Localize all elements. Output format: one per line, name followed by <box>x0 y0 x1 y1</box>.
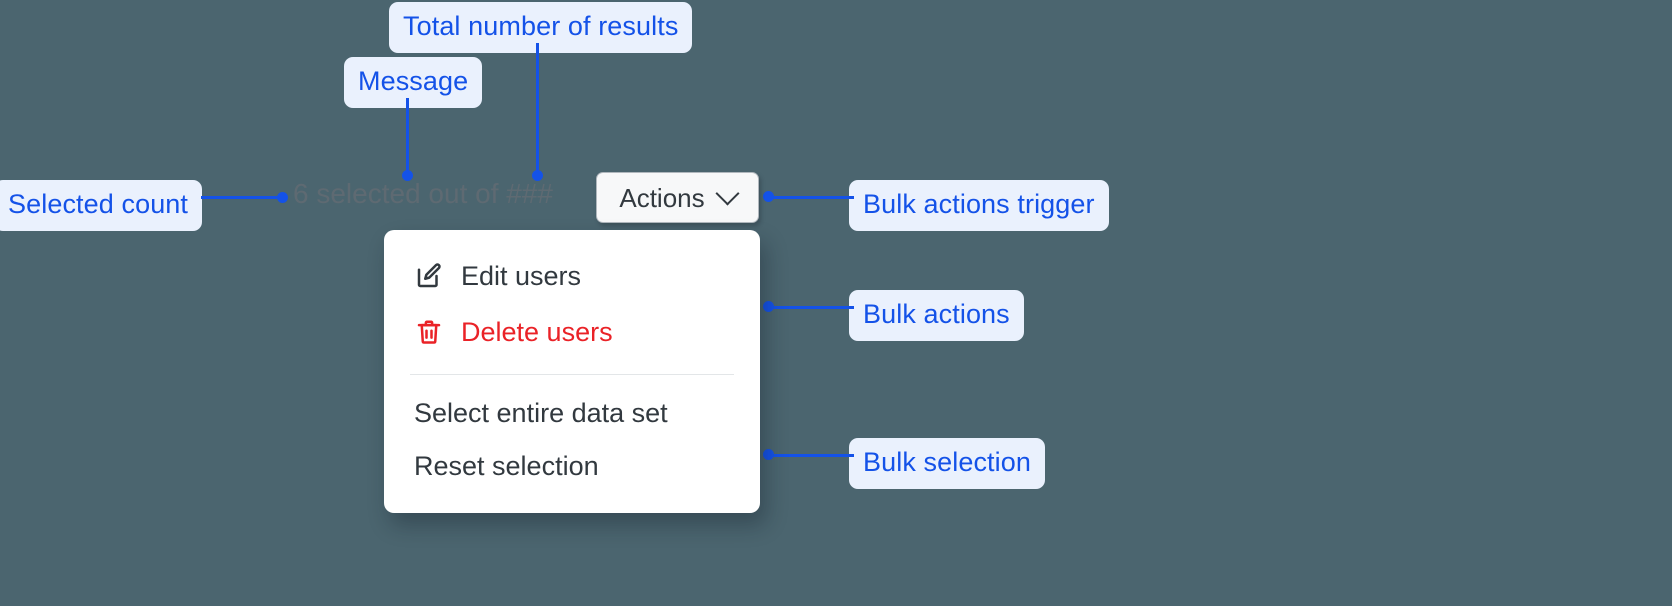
menu-item-edit-users[interactable]: Edit users <box>384 248 760 304</box>
menu-item-reset-selection[interactable]: Reset selection <box>384 440 760 493</box>
trash-icon <box>414 317 444 347</box>
leader-dot-bulk-actions-trigger <box>763 191 774 202</box>
bulk-actions-trigger-label: Actions <box>619 182 705 213</box>
bulk-actions-trigger-button[interactable]: Actions <box>596 172 759 223</box>
leader-line-message <box>406 98 409 177</box>
menu-item-label: Edit users <box>461 260 582 291</box>
selection-count-message: 6 selected out of ### <box>293 178 553 209</box>
leader-dot-bulk-selection <box>763 449 774 460</box>
callout-total-number-of-results: Total number of results <box>389 2 693 53</box>
callout-bulk-actions-trigger: Bulk actions trigger <box>849 180 1109 231</box>
leader-dot-selected-count <box>277 192 288 203</box>
leader-line-bulk-actions <box>768 306 854 309</box>
leader-dot-total-results <box>532 170 543 181</box>
menu-separator <box>410 374 734 375</box>
leader-line-selected-count <box>201 196 287 199</box>
callout-message: Message <box>344 57 483 108</box>
leader-dot-bulk-actions <box>763 301 774 312</box>
menu-item-label: Select entire data set <box>414 398 668 428</box>
leader-line-total-results <box>536 43 539 177</box>
callout-bulk-actions: Bulk actions <box>849 290 1024 341</box>
menu-item-label: Reset selection <box>414 451 599 481</box>
leader-dot-message <box>402 170 413 181</box>
bulk-actions-dropdown-menu: Edit users Delete users Select entire da… <box>384 230 760 513</box>
menu-item-delete-users[interactable]: Delete users <box>384 304 760 360</box>
leader-line-bulk-selection <box>768 454 854 457</box>
edit-pencil-icon <box>414 261 444 291</box>
chevron-down-icon <box>715 181 740 206</box>
callout-selected-count: Selected count <box>0 180 203 231</box>
callout-bulk-selection: Bulk selection <box>849 438 1045 489</box>
menu-item-label: Delete users <box>461 316 613 347</box>
leader-line-bulk-actions-trigger <box>768 196 854 199</box>
menu-item-select-entire-data-set[interactable]: Select entire data set <box>384 387 760 440</box>
